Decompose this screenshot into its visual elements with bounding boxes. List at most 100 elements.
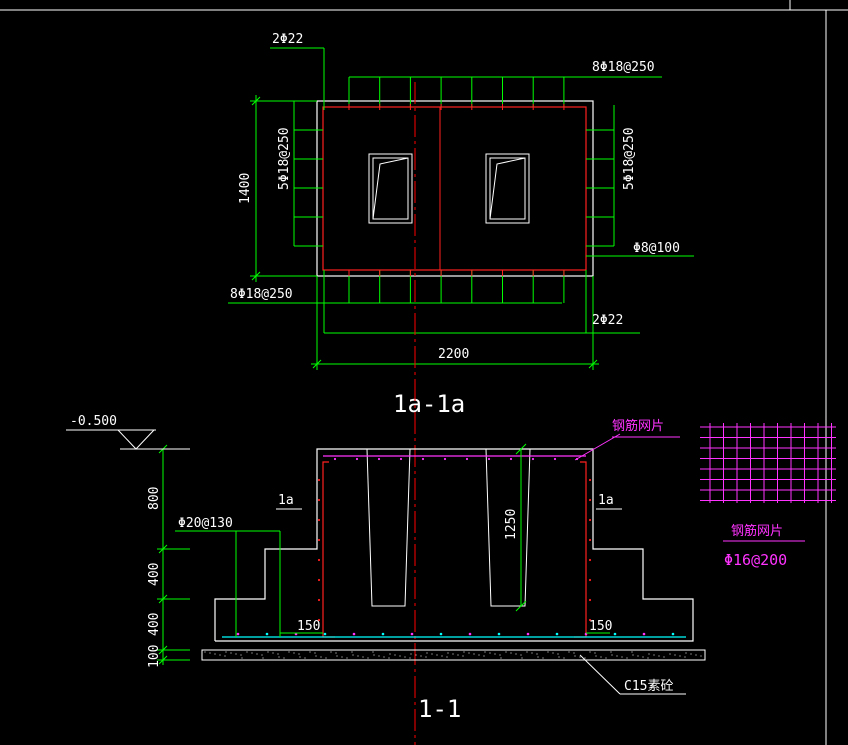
drawing-dot xyxy=(468,632,472,636)
drawing-dot xyxy=(497,632,501,636)
section-view: -0.500 1a 1a 钢筋网片 Φ20@130 1250 150 150 8… xyxy=(66,414,706,723)
drawing-dot xyxy=(489,652,491,654)
drawing-dot xyxy=(509,457,513,461)
drawing-dot xyxy=(240,654,242,656)
drawing-dot xyxy=(298,653,300,655)
drawing-dot xyxy=(588,498,592,502)
drawing-dot xyxy=(410,653,412,655)
drawing-dot xyxy=(658,655,660,657)
drawing-dot xyxy=(224,655,226,657)
drawing-dot xyxy=(261,654,263,656)
mesh-detail-title: 钢筋网片 xyxy=(731,523,783,539)
drawing-dot xyxy=(346,657,348,659)
dim-150-right-text: 150 xyxy=(589,619,612,634)
drawing-dot xyxy=(362,656,364,658)
drawing-dot xyxy=(478,654,480,656)
drawing-dot xyxy=(553,457,557,461)
drawing-dot xyxy=(315,655,317,657)
drawing-dot xyxy=(317,498,321,502)
drawing-dot xyxy=(399,655,401,657)
drawing-dot xyxy=(526,651,528,653)
drawing-dot xyxy=(410,632,414,636)
drawing-dot xyxy=(631,651,633,653)
drawing-dot xyxy=(325,657,327,659)
label-left-bars: 5Φ18@250 xyxy=(277,127,292,190)
drawing-dot xyxy=(230,652,232,654)
drawing-dot xyxy=(278,656,280,658)
drawing-dot xyxy=(463,651,465,653)
drawing-dot xyxy=(588,598,592,602)
drawing-dot xyxy=(626,657,628,659)
dim-2200 xyxy=(311,276,599,370)
mesh-detail-spec: Φ16@200 xyxy=(724,551,787,569)
drawing-dot xyxy=(446,656,448,658)
label-bars: Φ20@130 xyxy=(178,516,233,531)
drawing-dot xyxy=(383,656,385,658)
drawing-dot xyxy=(520,654,522,656)
drawing-dot xyxy=(537,656,539,658)
dim-150-left-text: 150 xyxy=(297,619,320,634)
drawing-dot xyxy=(483,655,485,657)
drawing-dot xyxy=(510,652,512,654)
label-bottom-bars: 2Φ22 xyxy=(592,313,623,328)
drawing-dot xyxy=(588,518,592,522)
drawing-dot xyxy=(352,654,354,656)
drawing-dot xyxy=(671,632,675,636)
drawing-dot xyxy=(653,654,655,656)
drawing-dot xyxy=(647,657,649,659)
drawing-dot xyxy=(439,632,443,636)
elevation-text: -0.500 xyxy=(70,414,117,429)
section-title: 1-1 xyxy=(418,695,461,723)
socket-opening-left xyxy=(368,153,413,224)
drawing-dot xyxy=(314,652,316,654)
drawing-dot xyxy=(341,656,343,658)
plan-title: 1a-1a xyxy=(393,390,465,418)
lean-concrete-bed xyxy=(201,649,706,661)
drawing-dot xyxy=(632,654,634,656)
drawing-dot xyxy=(642,656,644,658)
label-bottom-stirrups: 8Φ18@250 xyxy=(230,287,293,302)
drawing-dot xyxy=(436,654,438,656)
cut-label-right: 1a xyxy=(598,493,614,508)
drawing-dot xyxy=(204,651,206,653)
drawing-dot xyxy=(610,651,612,653)
drawing-dot xyxy=(235,653,237,655)
drawing-dot xyxy=(265,632,269,636)
drawing-dot xyxy=(219,654,221,656)
dim-1250 xyxy=(515,443,527,612)
drawing-dot xyxy=(367,657,369,659)
dim-1400-text: 1400 xyxy=(238,173,253,204)
drawing-dot xyxy=(209,652,211,654)
drawing-dot xyxy=(552,652,554,654)
socket-cavity-right xyxy=(485,448,531,607)
leader-concrete xyxy=(579,654,686,695)
mesh-grid xyxy=(700,423,836,503)
drawing-dot xyxy=(536,653,538,655)
drawing-dot xyxy=(589,651,591,653)
drawing-dot xyxy=(531,652,533,654)
top-mesh-dots xyxy=(333,457,579,461)
plan-view: 2Φ22 8Φ18@250 5Φ18@250 5Φ18@250 Φ8@100 8… xyxy=(228,32,694,418)
plan-outline xyxy=(316,100,594,277)
drawing-dot xyxy=(225,651,227,653)
bottom-bar-dots xyxy=(236,632,675,636)
drawing-dot xyxy=(317,478,321,482)
drawing-dot xyxy=(246,651,248,653)
socket-opening-right xyxy=(485,153,530,224)
drawing-dot xyxy=(299,656,301,658)
drawing-dot xyxy=(465,457,469,461)
drawing-dot xyxy=(277,653,279,655)
drawing-dot xyxy=(421,457,425,461)
drawing-dot xyxy=(330,651,332,653)
drawing-dot xyxy=(394,654,396,656)
drawing-dot xyxy=(679,655,681,657)
drawing-dot xyxy=(381,632,385,636)
dim-400-lower-text: 400 xyxy=(147,613,162,636)
drawing-dot xyxy=(484,651,486,653)
drawing-dot xyxy=(355,457,359,461)
drawing-dot xyxy=(616,655,618,657)
label-concrete: C15素砼 xyxy=(624,679,673,694)
drawing-dot xyxy=(323,632,327,636)
drawing-dot xyxy=(404,656,406,658)
drawing-dot xyxy=(611,654,613,656)
